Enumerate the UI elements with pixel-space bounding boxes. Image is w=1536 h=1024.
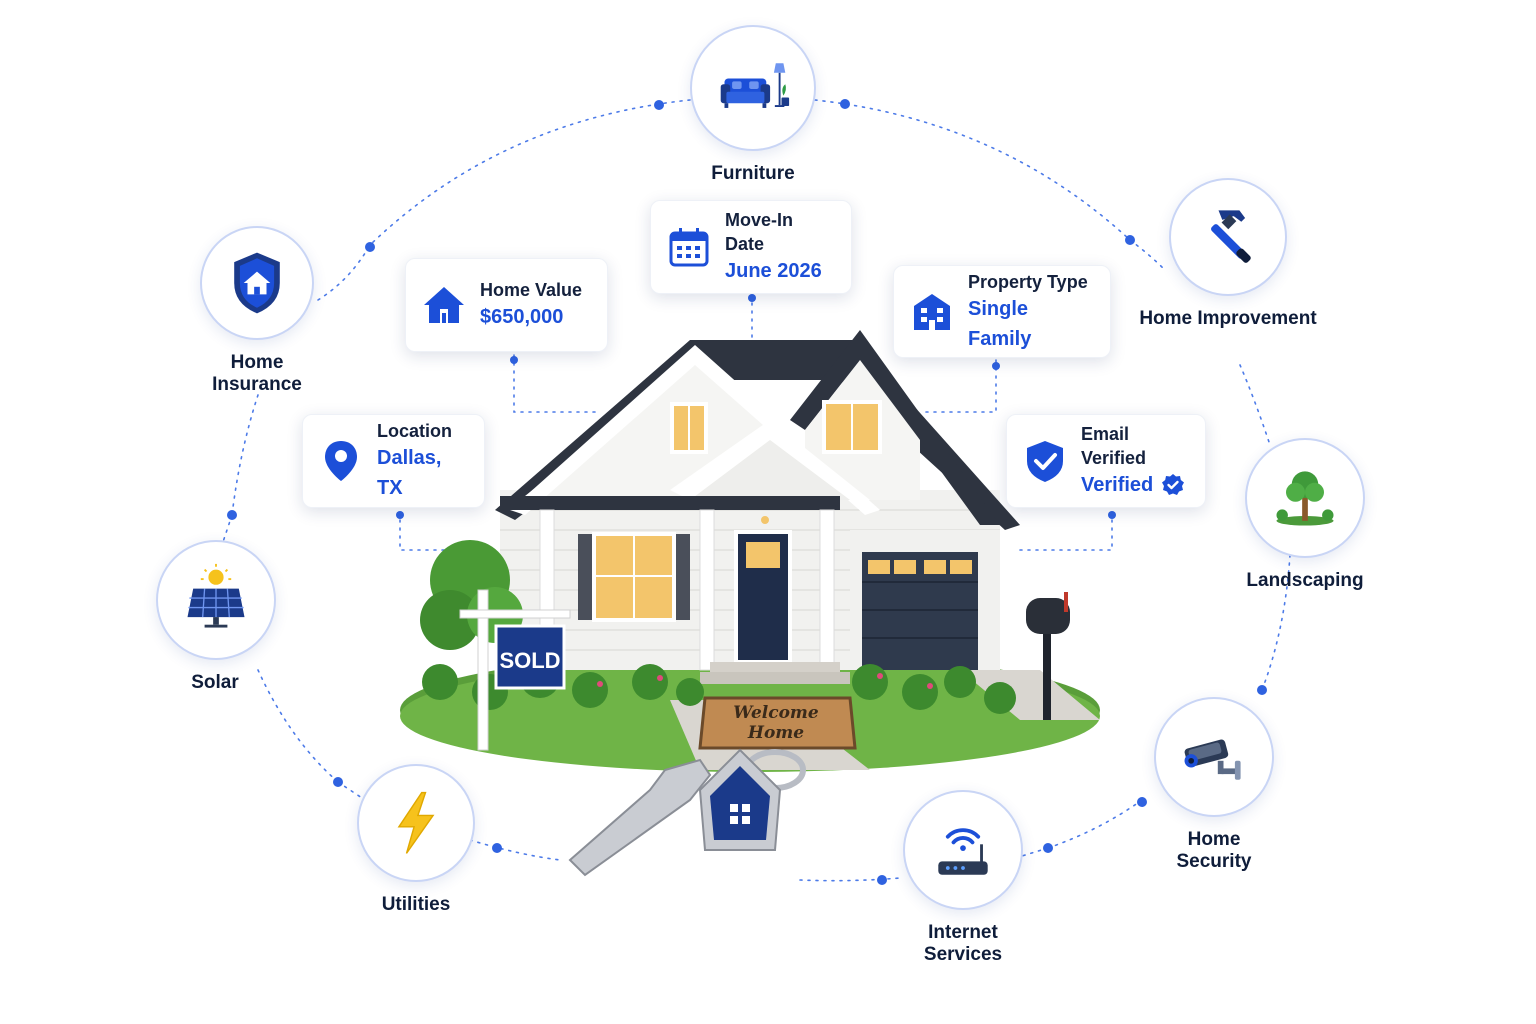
card-move-in-date: Move-In Date June 2026 bbox=[650, 200, 852, 294]
orbit-node bbox=[227, 510, 237, 520]
orbit-path bbox=[814, 99, 1131, 241]
sold-sign bbox=[494, 624, 566, 690]
internet-label: Internet Services bbox=[923, 922, 1003, 965]
orbit-node bbox=[1125, 235, 1135, 245]
landscaping-label: Landscaping bbox=[1246, 570, 1364, 591]
card-connector bbox=[924, 359, 997, 413]
orbit-node bbox=[877, 875, 887, 885]
orbit-node bbox=[396, 511, 404, 519]
house-keys bbox=[568, 748, 806, 877]
orbit-path bbox=[469, 839, 561, 861]
orbit-node bbox=[333, 777, 343, 787]
orbit-path bbox=[369, 99, 691, 246]
home-security-label: Home Security bbox=[1176, 829, 1252, 872]
mailbox bbox=[1026, 598, 1070, 634]
card-property-type: Property Type Single Family bbox=[893, 265, 1111, 358]
orbit-node bbox=[510, 356, 518, 364]
sofa-lamp-icon bbox=[720, 63, 790, 108]
lightning-icon bbox=[397, 791, 435, 854]
email-verified-text: Verified bbox=[1081, 474, 1154, 496]
card-email-verified: Email Verified Verified bbox=[1006, 414, 1206, 508]
orbit-path bbox=[317, 244, 371, 301]
move-in-title: Move-In Date bbox=[725, 210, 794, 254]
house-illustration: SOLD Welcome Home bbox=[400, 320, 1120, 890]
property-type-value: Single Family bbox=[968, 297, 1032, 350]
service-home-improvement[interactable]: Home Improvement bbox=[1139, 178, 1317, 330]
internet-circle bbox=[903, 790, 1023, 910]
orbit-node bbox=[365, 242, 375, 252]
solar-circle bbox=[156, 540, 276, 660]
service-landscaping[interactable]: Landscaping bbox=[1240, 438, 1370, 592]
orbit-path bbox=[1261, 554, 1291, 691]
security-camera-icon bbox=[1184, 739, 1241, 780]
driveway bbox=[960, 670, 1100, 720]
move-in-value: June 2026 bbox=[725, 260, 822, 282]
tree-icon bbox=[1276, 471, 1334, 526]
orbit-path bbox=[799, 877, 901, 882]
orbit-path bbox=[257, 669, 339, 783]
card-connector bbox=[513, 354, 601, 413]
home-improvement-circle bbox=[1169, 178, 1287, 296]
wifi-router-icon bbox=[938, 828, 988, 875]
orbit-node bbox=[992, 362, 1000, 370]
service-solar[interactable]: Solar bbox=[156, 540, 276, 694]
orbit-node bbox=[840, 99, 850, 109]
doormat bbox=[698, 696, 857, 750]
roof-right bbox=[790, 330, 1000, 525]
solar-label: Solar bbox=[191, 672, 239, 693]
utilities-label: Utilities bbox=[381, 894, 451, 915]
calendar-icon bbox=[667, 225, 711, 269]
orbit-path bbox=[1129, 239, 1166, 271]
home-value-title: Home Value bbox=[480, 280, 583, 300]
map-pin-icon bbox=[319, 439, 363, 483]
orbit-node bbox=[748, 294, 756, 302]
orbit-path bbox=[1239, 364, 1271, 446]
service-home-insurance[interactable]: Home Insurance bbox=[198, 226, 316, 396]
home-security-circle bbox=[1154, 697, 1274, 817]
orbit-node bbox=[1043, 843, 1053, 853]
doormat-text-line2: Home bbox=[747, 723, 804, 743]
service-utilities[interactable]: Utilities bbox=[357, 764, 475, 916]
card-home-value: Home Value $650,000 bbox=[405, 258, 608, 352]
home-improvement-label: Home Improvement bbox=[1139, 308, 1317, 329]
email-verified-title: Email Verified bbox=[1081, 424, 1147, 468]
home-insurance-label: Home Insurance bbox=[212, 352, 302, 395]
orbit-node bbox=[1137, 797, 1147, 807]
orbit-path bbox=[337, 781, 366, 801]
sold-sign-text: SOLD bbox=[499, 648, 560, 673]
email-verified-value: Verified bbox=[1081, 470, 1189, 500]
house-icon bbox=[422, 283, 466, 327]
furniture-label: Furniture bbox=[711, 163, 795, 184]
service-home-security[interactable]: Home Security bbox=[1152, 697, 1276, 873]
orbit-node bbox=[1108, 511, 1116, 519]
orbit-node bbox=[654, 100, 664, 110]
verified-badge-icon bbox=[1162, 474, 1185, 495]
property-type-title: Property Type bbox=[968, 271, 1088, 292]
card-location: Location Dallas, TX bbox=[302, 414, 485, 508]
shield-house-icon bbox=[234, 252, 280, 314]
solar-panel-icon bbox=[187, 563, 245, 628]
furniture-circle bbox=[690, 25, 816, 151]
orbit-node bbox=[1257, 685, 1267, 695]
service-furniture[interactable]: Furniture bbox=[690, 25, 816, 185]
service-internet[interactable]: Internet Services bbox=[902, 790, 1024, 966]
hammer-icon bbox=[1211, 210, 1251, 263]
doormat-text-line1: Welcome bbox=[733, 703, 819, 723]
orbit-path bbox=[231, 394, 259, 516]
building-icon bbox=[910, 290, 954, 334]
location-value: Dallas, TX bbox=[377, 447, 442, 499]
home-value-value: $650,000 bbox=[480, 306, 564, 328]
shield-check-icon bbox=[1023, 439, 1067, 483]
utilities-circle bbox=[357, 764, 475, 882]
location-title: Location bbox=[377, 421, 452, 441]
orbit-node bbox=[492, 843, 502, 853]
landscaping-circle bbox=[1245, 438, 1365, 558]
home-insurance-circle bbox=[200, 226, 314, 340]
